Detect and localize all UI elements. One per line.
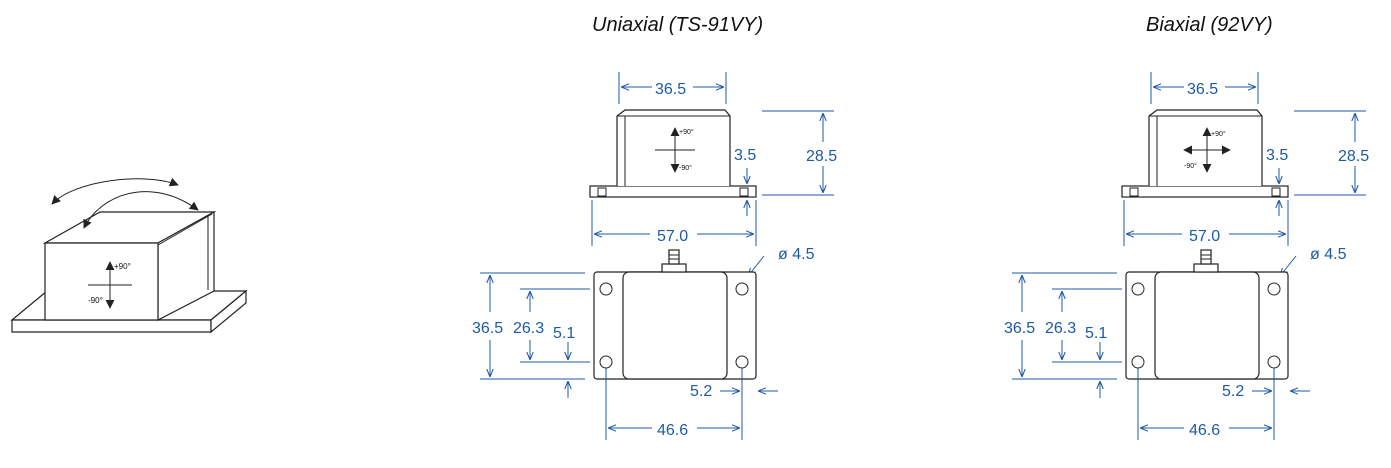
mount-hole <box>1267 282 1281 296</box>
uniaxial-side-view: +90° -90° <box>589 109 757 198</box>
side-base <box>589 185 757 198</box>
dim-top-width: 36.5 <box>655 81 686 98</box>
side-minus-label: -90° <box>679 164 692 172</box>
dim-flange: 3.5 <box>1266 147 1288 164</box>
dim-depth: 36.5 <box>472 320 503 337</box>
dim-height: 28.5 <box>806 148 837 165</box>
side-hole-right <box>1271 187 1281 197</box>
uniaxial-drawing: +90° -90° 36.5 28.5 3.5 57.0 ø 4.5 <box>472 72 837 440</box>
side-hole-left <box>597 187 607 197</box>
mount-hole <box>1131 282 1145 296</box>
top-housing <box>622 271 728 380</box>
dim-hole-offset: 5.2 <box>690 383 712 400</box>
side-plus-label: +90° <box>1211 130 1226 138</box>
biaxial-side-view: +90° -90° <box>1121 109 1289 198</box>
side-base <box>1121 185 1289 198</box>
dim-offset: 5.1 <box>553 325 575 342</box>
mount-hole <box>599 282 613 296</box>
dim-height: 28.5 <box>1338 148 1369 165</box>
dim-inner-depth: 26.3 <box>513 320 544 337</box>
dim-hole-diameter: ø 4.5 <box>1310 246 1347 263</box>
side-plus-label: +90° <box>679 128 694 136</box>
connector <box>1200 249 1212 265</box>
dim-base-width: 57.0 <box>657 228 688 245</box>
iso-housing-front <box>44 242 159 321</box>
biaxial-drawing: +90° -90° 36.5 28.5 3.5 57.0 ø 4.5 <box>1004 72 1369 440</box>
side-hole-left <box>1129 187 1139 197</box>
dim-hole-spacing: 46.6 <box>1189 422 1220 439</box>
biaxial-top-view <box>1125 249 1289 380</box>
uniaxial-top-view <box>593 249 757 380</box>
iso-minus-label: -90° <box>88 296 103 305</box>
uniaxial-title: Uniaxial (TS-91VY) <box>592 14 764 36</box>
connector <box>668 249 680 265</box>
side-hole-right <box>739 187 749 197</box>
dim-hole-offset: 5.2 <box>1222 383 1244 400</box>
side-housing <box>616 109 731 186</box>
isometric-sensor-sketch: +90° -90° <box>10 177 248 334</box>
dim-top-width: 36.5 <box>1187 81 1218 98</box>
dim-depth: 36.5 <box>1004 320 1035 337</box>
top-housing <box>1154 271 1260 380</box>
dim-inner-depth: 26.3 <box>1045 320 1076 337</box>
dim-offset: 5.1 <box>1085 325 1107 342</box>
iso-base-side <box>210 289 247 334</box>
iso-plus-label: +90° <box>114 262 131 271</box>
connector-nut <box>1193 263 1219 273</box>
connector-nut <box>661 263 687 273</box>
biaxial-title: Biaxial (92VY) <box>1146 14 1273 36</box>
side-housing <box>1148 109 1263 186</box>
mount-hole <box>735 282 749 296</box>
iso-rotation-arrow-2 <box>83 191 199 229</box>
dim-flange: 3.5 <box>734 147 756 164</box>
iso-base-front <box>11 319 212 333</box>
dim-base-width: 57.0 <box>1189 228 1220 245</box>
dim-hole-spacing: 46.6 <box>657 422 688 439</box>
dim-hole-diameter: ø 4.5 <box>778 246 815 263</box>
side-minus-label: -90° <box>1184 162 1197 170</box>
iso-edge <box>157 213 213 246</box>
iso-rotation-arrow-1 <box>51 177 179 205</box>
